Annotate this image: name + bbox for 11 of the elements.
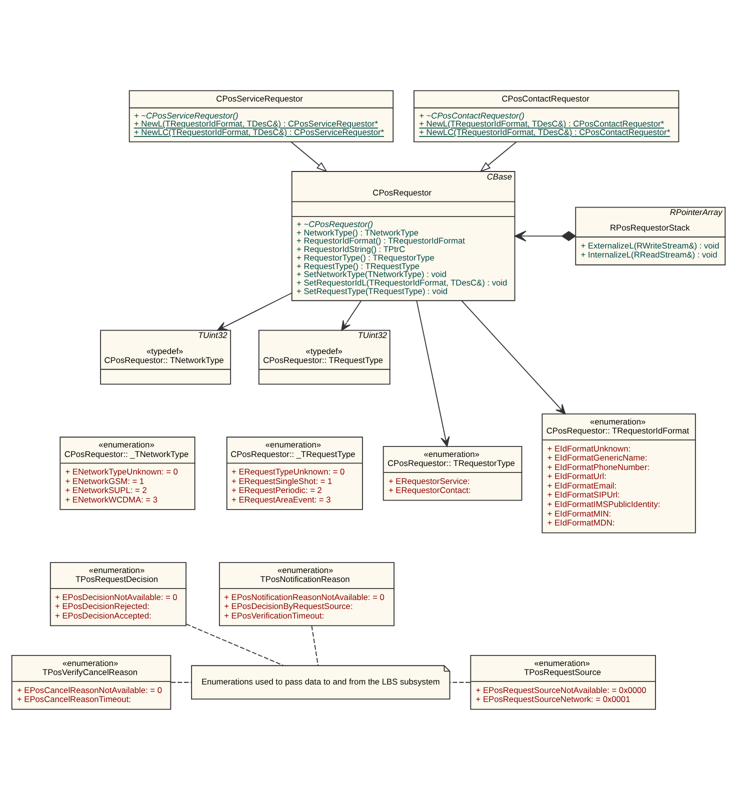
arrow: [480, 141, 517, 172]
arrow: [217, 292, 292, 331]
arrow: [416, 300, 450, 447]
arrow: [341, 300, 362, 331]
arrow: [290, 141, 328, 172]
connector: [170, 682, 192, 683]
connector: [311, 625, 319, 666]
arrow: [461, 300, 566, 414]
connector: [186, 624, 284, 666]
connector: [449, 682, 471, 683]
arrow: [514, 230, 576, 242]
